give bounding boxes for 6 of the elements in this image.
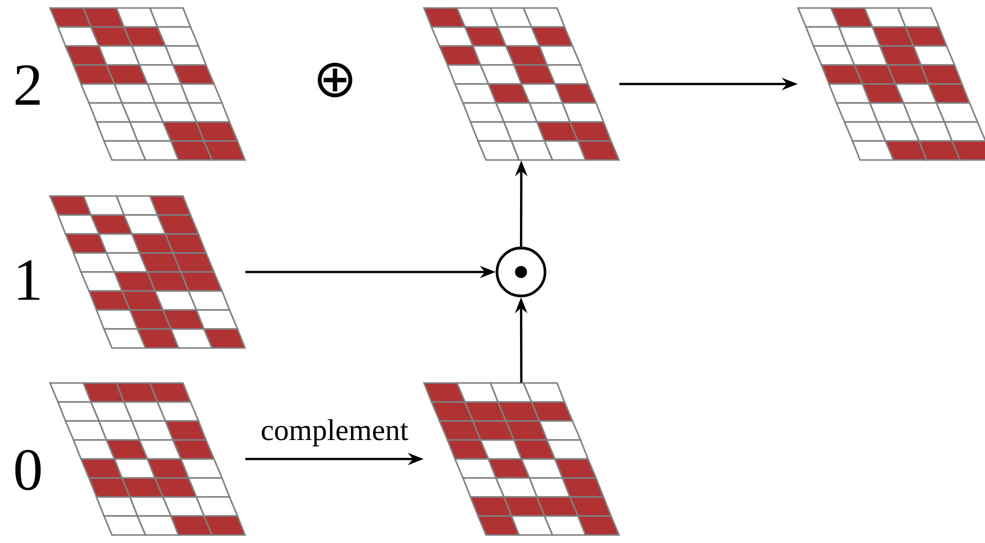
edge-label: complement [262, 419, 408, 446]
circled-dot-operator [496, 246, 546, 298]
row-number: 2 [16, 65, 40, 105]
row-number: 0 [15, 450, 41, 490]
xor-symbol: ⊕ [318, 62, 352, 98]
row-number: 1 [18, 260, 40, 300]
